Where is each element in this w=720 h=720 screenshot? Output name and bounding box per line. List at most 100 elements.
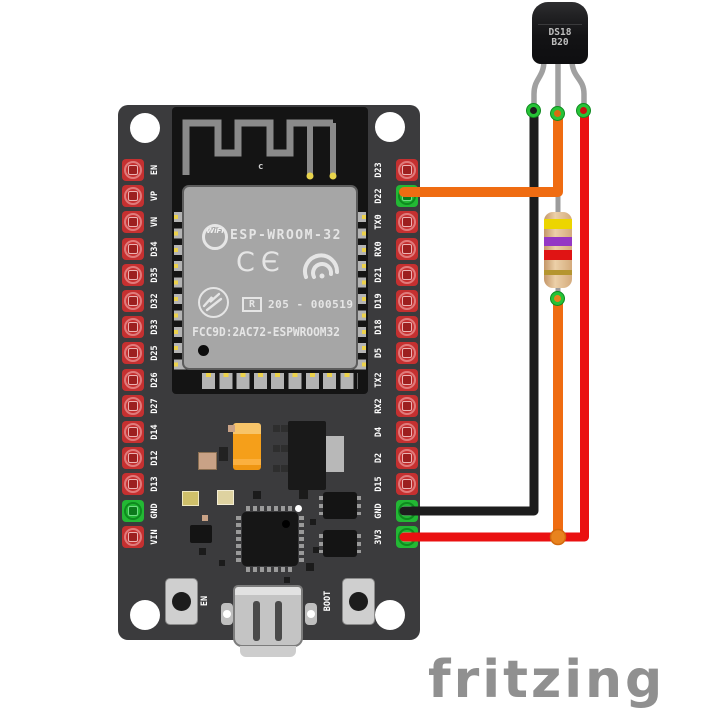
pin-pad-d35	[122, 264, 144, 286]
power-wire	[399, 105, 589, 542]
esp-wroom-32-module: c WiFi ESP-WROOM-32 CЄ	[172, 107, 368, 394]
pin-pad-d23	[396, 159, 418, 181]
capacitor-tan	[198, 452, 217, 470]
pin-pad-d12	[122, 447, 144, 469]
sensor-legs	[531, 57, 587, 115]
pin1-dot	[198, 345, 209, 356]
en-button	[165, 578, 198, 625]
pin-pad-d26	[122, 369, 144, 391]
pin-pad-vn	[122, 211, 144, 233]
pin-pad-vin	[122, 526, 144, 548]
usb-wing	[305, 603, 317, 625]
pin-pad-tx2	[396, 369, 418, 391]
silkscreen-dot	[295, 505, 302, 512]
pin-pad-rx2	[396, 395, 418, 417]
pin-pad-d19	[396, 290, 418, 312]
pin-pad-d27	[122, 395, 144, 417]
transistor	[190, 525, 212, 543]
usb-uart-chip	[242, 512, 298, 566]
resistor-band-gold	[544, 270, 572, 275]
resistor-terminal	[550, 291, 565, 306]
pin-pad-d18	[396, 316, 418, 338]
wifi-logo: WiFi	[202, 224, 228, 250]
pin-pad-tx0	[396, 211, 418, 233]
pin-pad-en	[122, 159, 144, 181]
pin-pad-d25	[122, 342, 144, 364]
regulator-tab	[326, 436, 344, 472]
component-small	[219, 560, 225, 566]
ds18b20-sensor: DS18 B20	[532, 2, 588, 64]
resistor-band-yellow	[544, 219, 572, 229]
component-small	[273, 465, 280, 472]
led	[182, 491, 199, 506]
component-small	[284, 577, 290, 583]
sot-package	[319, 530, 361, 557]
component-small	[281, 425, 288, 432]
ground-wire	[399, 105, 539, 516]
voltage-regulator	[288, 421, 326, 490]
pin-pad-d15	[396, 473, 418, 495]
antenna-trace	[182, 119, 337, 180]
pin-pad-d33	[122, 316, 144, 338]
component-small	[199, 548, 206, 555]
pin-pad-d14	[122, 421, 144, 443]
pin-pad-d32	[122, 290, 144, 312]
chip-pins	[236, 516, 241, 562]
sot-package	[319, 492, 361, 519]
pin-pad-rx0	[396, 238, 418, 260]
pin-pad-d21	[396, 264, 418, 286]
component-small	[299, 490, 308, 499]
module-name: ESP-WROOM-32	[230, 228, 342, 243]
fritzing-watermark: fritzing	[428, 650, 666, 710]
pin-pad-d4	[396, 421, 418, 443]
antenna-mark: c	[258, 162, 264, 172]
esp32-board: EN VP VN D34 D35 D32 D33 D25 D26 D27 D14…	[118, 105, 420, 657]
r-certification-mark: R	[242, 297, 262, 312]
pin-pad-d13	[122, 473, 144, 495]
pin-pad-vp	[122, 185, 144, 207]
pin-pad-d5	[396, 342, 418, 364]
component-small	[228, 425, 235, 432]
data-wire	[399, 109, 563, 542]
capacitor-orange	[233, 423, 261, 470]
resistor-band-red	[544, 250, 572, 260]
castellation-bottom	[202, 373, 358, 389]
usb-lip	[240, 646, 296, 657]
espressif-logo-icon	[303, 253, 340, 279]
pin-pad-d34	[122, 238, 144, 260]
ce-mark: CЄ	[236, 247, 286, 278]
sensor-gnd-terminal	[526, 103, 541, 118]
boot-button	[342, 578, 375, 625]
usb-wing	[221, 603, 233, 625]
wire-junction-dot	[549, 528, 567, 546]
mounting-hole	[130, 600, 160, 630]
pin-pad-gnd-left	[122, 500, 144, 522]
chip-pins	[246, 506, 294, 511]
fcc-id: FCC9D:2AC72-ESPWROOM32	[192, 325, 340, 339]
sensor-data-terminal	[550, 106, 565, 121]
component-small	[313, 547, 319, 553]
sensor-label: DS18 B20	[548, 27, 572, 48]
mounting-hole	[375, 600, 405, 630]
chip-pins	[246, 567, 294, 572]
component-small	[202, 515, 208, 521]
component-small	[273, 445, 280, 452]
component-small	[219, 447, 228, 461]
led	[217, 490, 234, 505]
pullup-resistor-4k7	[544, 212, 572, 288]
component-small	[281, 465, 288, 472]
component-small	[281, 445, 288, 452]
pin-pad-d2	[396, 447, 418, 469]
component-small	[253, 491, 261, 499]
component-small	[273, 425, 280, 432]
mounting-hole	[375, 112, 405, 142]
resistor-band-violet	[544, 237, 572, 246]
chip-pins	[299, 516, 304, 562]
sensor-vdd-terminal	[576, 103, 591, 118]
component-small	[310, 519, 316, 525]
mounting-hole	[130, 113, 160, 143]
telec-mark-icon	[198, 287, 229, 318]
module-shield: WiFi ESP-WROOM-32 CЄ R 205 - 000519	[182, 185, 358, 370]
